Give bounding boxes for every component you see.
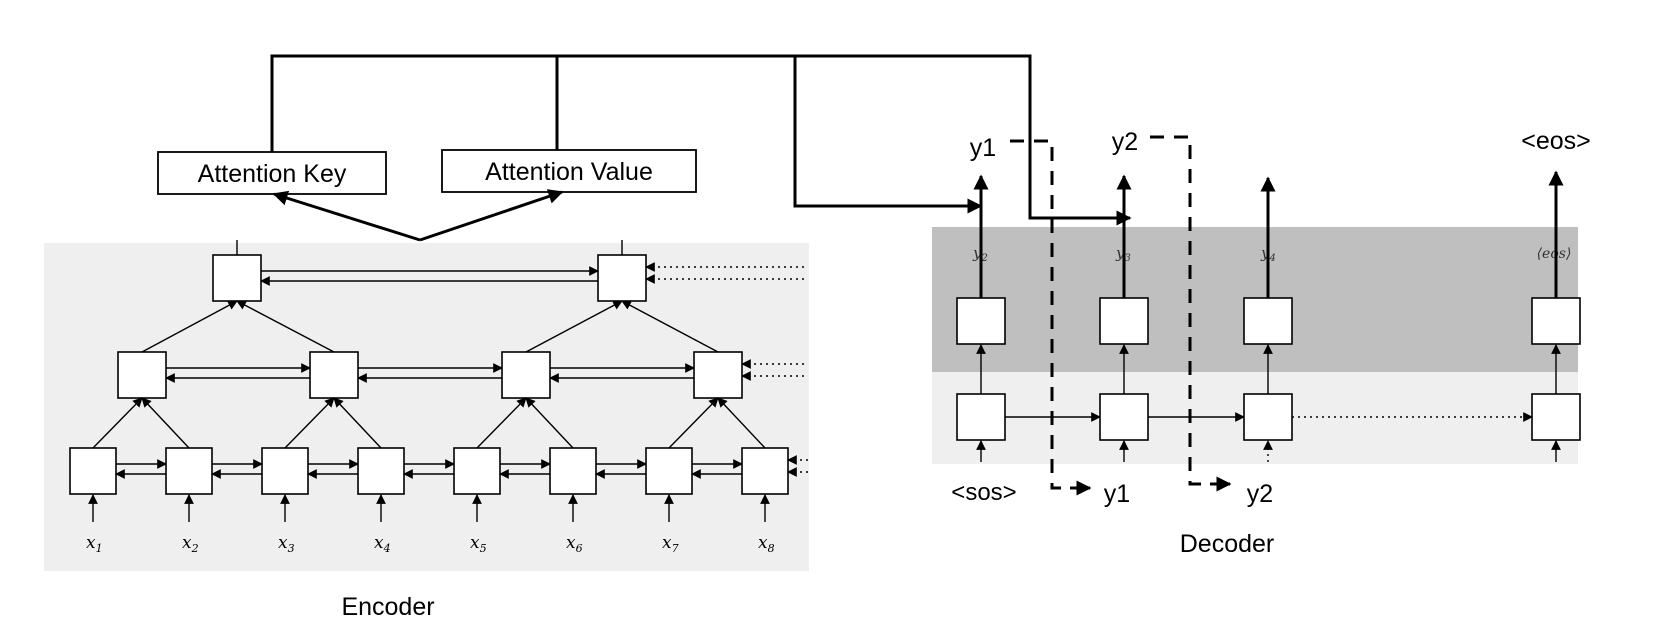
decoder-output-label: y2 [1112,128,1138,156]
decoder-panel: y2 y3 y4 ⟨eos⟩ [932,127,1591,558]
decoder-inner-label: y4 [1260,244,1276,264]
attention-connector [793,56,983,214]
encoder-level2 [117,300,808,399]
encoder-level1-node [645,447,693,495]
attention-block: Attention Key Attention Value [157,54,1132,242]
encoder-level2-node [309,351,359,399]
encoder-input-label: x4 [374,533,391,555]
decoder-lower-node [1243,393,1293,441]
decoder-inner-label: ⟨eos⟩ [1537,246,1572,262]
decoder-input-label: y1 [1104,480,1130,508]
decoder-upper-node [1243,297,1293,345]
decoder-inner-label: y2 [972,244,988,264]
encoder-input-label: x2 [182,533,199,555]
encoder-level1-node [261,447,309,495]
decoder-caption: Decoder [1180,530,1275,558]
attention-value-label: Attention Value [485,158,653,186]
encoder-level1-node [357,447,405,495]
encoder-level3 [212,240,808,302]
encoder-background [44,243,809,571]
encoder-level1 [69,397,808,522]
decoder-upper-node [956,297,1006,345]
encoder-input-label: x5 [470,533,487,555]
encoder-level1-node [549,447,597,495]
decoder-output-label: <eos> [1521,127,1591,155]
encoder-level3-node [597,254,647,302]
encoder-caption: Encoder [341,593,434,621]
attention-connector [270,54,1132,226]
encoder-level1-node [453,447,501,495]
encoder-input-label: x1 [86,533,103,555]
encoder-level3-node [212,254,262,302]
encoder-input-labels: x1 x2 x3 x4 x5 x6 x7 x8 [86,533,775,555]
encoder-level1-node [69,447,117,495]
encoder-level1-node [741,447,789,495]
attention-key-label: Attention Key [198,160,347,188]
encoder-input-label: x8 [758,533,775,555]
decoder-upper-node [1099,297,1149,345]
decoder-lower-node [1099,393,1149,441]
decoder-input-label: <sos> [951,479,1016,506]
encoder-input-label: x7 [662,533,679,555]
encoder-panel: x1 x2 x3 x4 x5 x6 x7 x8 Encoder [44,240,809,621]
encoder-level2-node [693,351,743,399]
decoder-input-label: y2 [1247,480,1273,508]
encoder-input-label: x6 [566,533,583,555]
encoder-level2-node [501,351,551,399]
decoder-lower-node [1531,393,1581,441]
encoder-level1-node [165,447,213,495]
decoder-lower-node [956,393,1006,441]
decoder-inner-label: y3 [1115,244,1131,264]
encoder-input-label: x3 [278,533,295,555]
decoder-upper-node [1531,297,1581,345]
attention-value-box [441,149,697,193]
encoder-level2-node [117,351,167,399]
decoder-output-label: y1 [970,134,996,162]
